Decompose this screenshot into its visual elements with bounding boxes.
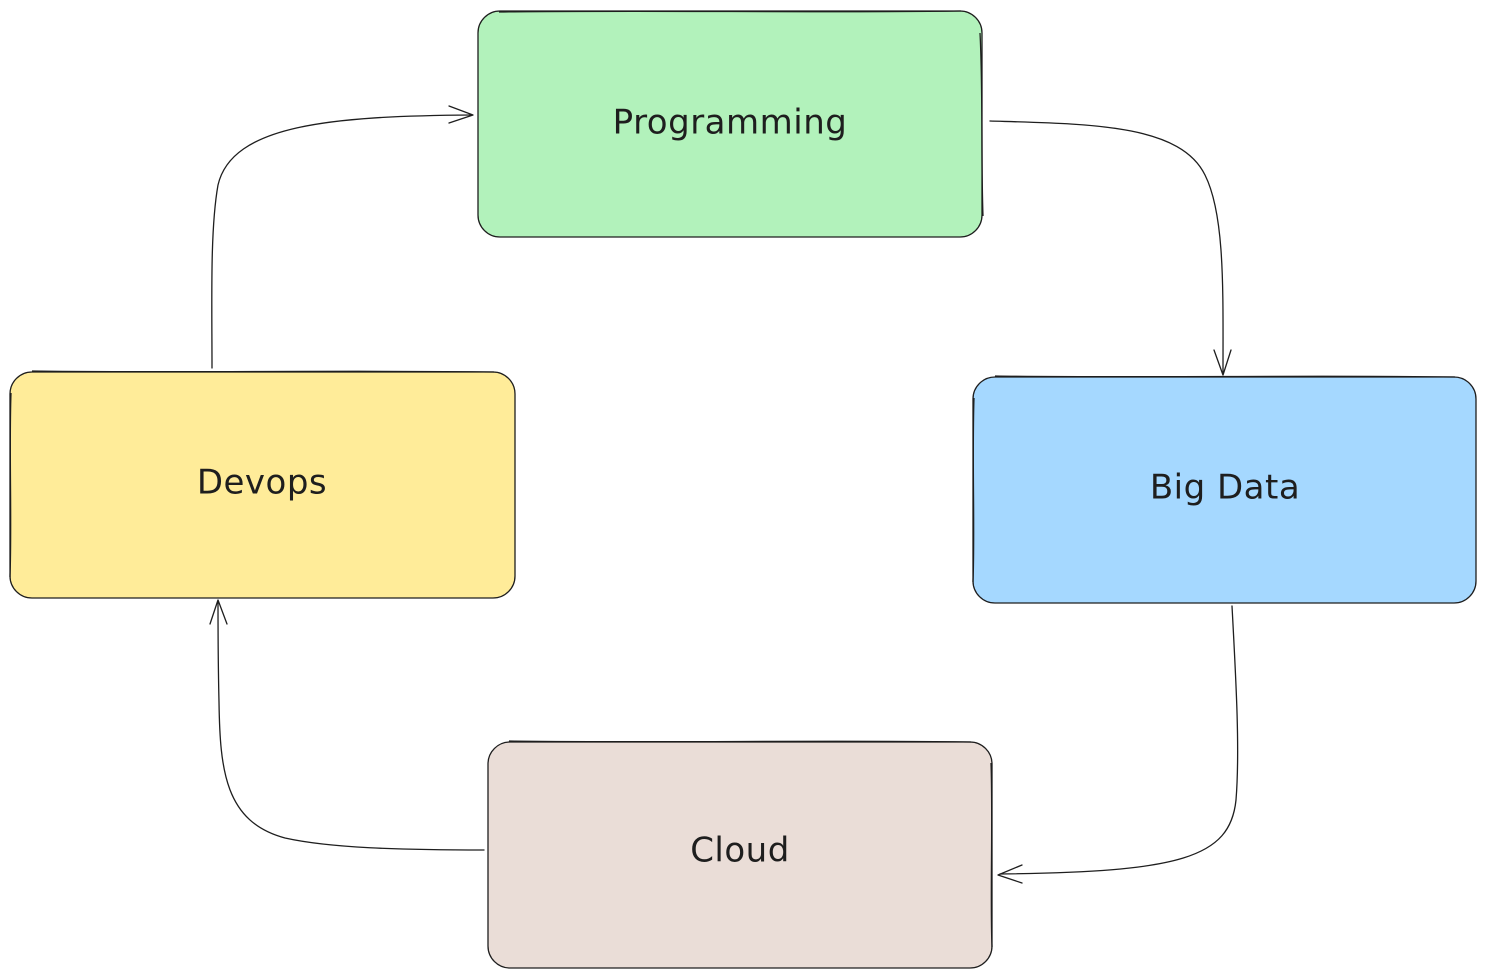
arrow-devops-to-programming-line <box>211 114 473 369</box>
node-cloud-label: Cloud <box>690 831 790 871</box>
arrow-devops-to-programming-head <box>448 105 474 124</box>
arrow-cloud-to-devops[interactable] <box>209 599 485 851</box>
arrow-cloud-to-devops-head <box>209 599 228 625</box>
node-big-data-label: Big Data <box>1150 468 1300 508</box>
arrow-programming-to-big-data-head <box>1213 349 1232 376</box>
arrow-cloud-to-devops-line <box>217 600 485 851</box>
node-programming-label: Programming <box>613 103 848 143</box>
node-programming-sketch-edge <box>498 10 984 217</box>
node-big-data[interactable]: Big Data <box>972 375 1477 604</box>
node-programming[interactable]: Programming <box>477 10 984 238</box>
arrow-devops-to-programming[interactable] <box>211 105 474 369</box>
arrow-big-data-to-cloud-head <box>997 864 1023 884</box>
node-devops-label: Devops <box>197 463 327 503</box>
node-cloud-sketch-edge <box>508 740 993 948</box>
arrow-big-data-to-cloud[interactable] <box>997 605 1239 884</box>
node-cloud[interactable]: Cloud <box>487 740 993 969</box>
arrow-programming-to-big-data-line <box>989 120 1224 375</box>
node-devops[interactable]: Devops <box>9 370 516 599</box>
arrow-big-data-to-cloud-line <box>999 605 1239 875</box>
arrow-programming-to-big-data[interactable] <box>989 120 1232 376</box>
node-devops-sketch-edge <box>9 370 495 578</box>
node-big-data-sketch-edge <box>972 375 1456 583</box>
